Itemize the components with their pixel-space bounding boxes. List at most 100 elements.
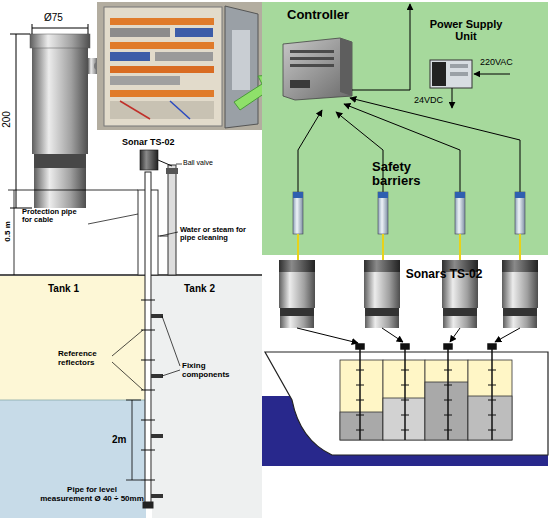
reflector-tick (401, 370, 409, 430)
cabinet-photo (104, 7, 222, 126)
level-pipe (143, 172, 153, 508)
sensor-photo (30, 34, 102, 208)
power-wire (452, 74, 510, 108)
safety-barrier (515, 192, 525, 198)
safety-barrier (378, 192, 388, 234)
annotation-label: 200 (1, 105, 12, 135)
safety-barrier (455, 192, 465, 198)
dimension-line (8, 190, 138, 191)
dimension-line (8, 190, 141, 480)
level-pipe (447, 346, 449, 440)
controller-device (283, 38, 352, 100)
sensor-cable (382, 234, 384, 260)
pipe-housing (138, 165, 176, 275)
sonar-sensor (364, 260, 400, 272)
sensor-photo (34, 168, 86, 208)
safety-barrier (455, 192, 465, 234)
sensor-photo (32, 46, 88, 154)
dimension-line (88, 24, 89, 34)
sonar-sensor (279, 260, 315, 272)
ship-tank (340, 412, 383, 440)
safety-barrier (378, 192, 388, 198)
annotation-label: Safety barriers (372, 160, 452, 189)
fixing-bracket (151, 374, 163, 378)
level-pipe (488, 344, 496, 349)
annotation-label: Protection pipe for cable (22, 208, 88, 225)
level-pipe (491, 346, 493, 440)
sonar-icon (140, 150, 178, 174)
sensor-cable (298, 234, 520, 260)
sonar-sensor (502, 272, 538, 308)
leader-line (88, 214, 138, 224)
cabinet-photo (110, 90, 214, 97)
sonar-sensor (443, 316, 477, 328)
cabinet-photo (110, 52, 150, 61)
tank-section (0, 274, 262, 276)
cabinet-photo (110, 18, 214, 25)
dimension-line (32, 28, 88, 29)
controller-device (340, 38, 352, 96)
cabinet-photo (170, 101, 190, 119)
mount-arrow (382, 328, 403, 342)
leader-line (88, 164, 182, 390)
psu-device (450, 72, 468, 76)
ship-hull (265, 352, 548, 455)
ship-hull (265, 352, 548, 455)
ship-tank (468, 360, 512, 440)
annotation-label: Sonars TS-02 (404, 268, 484, 281)
reflector-tick (444, 370, 452, 430)
annotation-label: Fixing components (182, 362, 242, 380)
cabinet-photo (225, 6, 258, 128)
signal-wire (344, 104, 460, 192)
cabinet-photo (110, 42, 214, 49)
tank-section (0, 275, 146, 400)
dimension-line (126, 480, 141, 481)
level-pipe (356, 344, 364, 349)
cabinet-photo (232, 30, 250, 90)
level-pipe (404, 346, 406, 440)
sonar-sensor (503, 316, 537, 328)
sonar-sensor (280, 308, 314, 316)
reflector-tick (356, 370, 496, 430)
annotation-label: Sonar TS-02 (122, 138, 192, 148)
fixing-bracket (151, 434, 163, 438)
sonar-sensor (364, 272, 400, 308)
mount-arrow (495, 328, 520, 342)
annotation-label: Ball valve (183, 159, 243, 167)
output-wire (352, 4, 410, 90)
ship-tank (340, 360, 512, 440)
ship-tank (340, 360, 383, 440)
sonar-icon (166, 168, 178, 174)
controller-device (290, 64, 334, 67)
controller-device (290, 57, 334, 60)
tank-section (0, 400, 146, 401)
annotation-label: Pipe for level measurement Ø 40 ÷ 50mm (40, 486, 144, 504)
sonar-sensor (279, 260, 538, 328)
level-pipe (359, 346, 361, 440)
sensor-cable (459, 234, 461, 260)
node-heading: Tank 1 (48, 283, 108, 294)
output-wire (352, 4, 410, 90)
tank-section (152, 275, 262, 518)
sonar-sensor (279, 272, 315, 308)
fixing-bracket (151, 494, 163, 498)
annotation-label: 0.5 m (4, 211, 13, 251)
mount-arrow (450, 328, 460, 342)
ship-tank (425, 360, 468, 440)
sonar-icon (158, 160, 172, 166)
mount-arrow (297, 328, 520, 343)
sensor-cable (519, 234, 521, 260)
ship-tank (383, 360, 425, 440)
psu-device (430, 60, 472, 88)
sensor-photo (34, 154, 86, 168)
tank-area: Tank 1 (0, 275, 146, 518)
dimension-line (10, 34, 30, 35)
node-heading: Controller (287, 8, 367, 22)
annotation-label: Reference reflectors (58, 350, 114, 368)
leader-line (160, 232, 178, 236)
safety-barrier (293, 192, 303, 198)
psu-device (450, 64, 468, 68)
system-panel (262, 2, 548, 255)
reflector-tick (141, 300, 155, 480)
